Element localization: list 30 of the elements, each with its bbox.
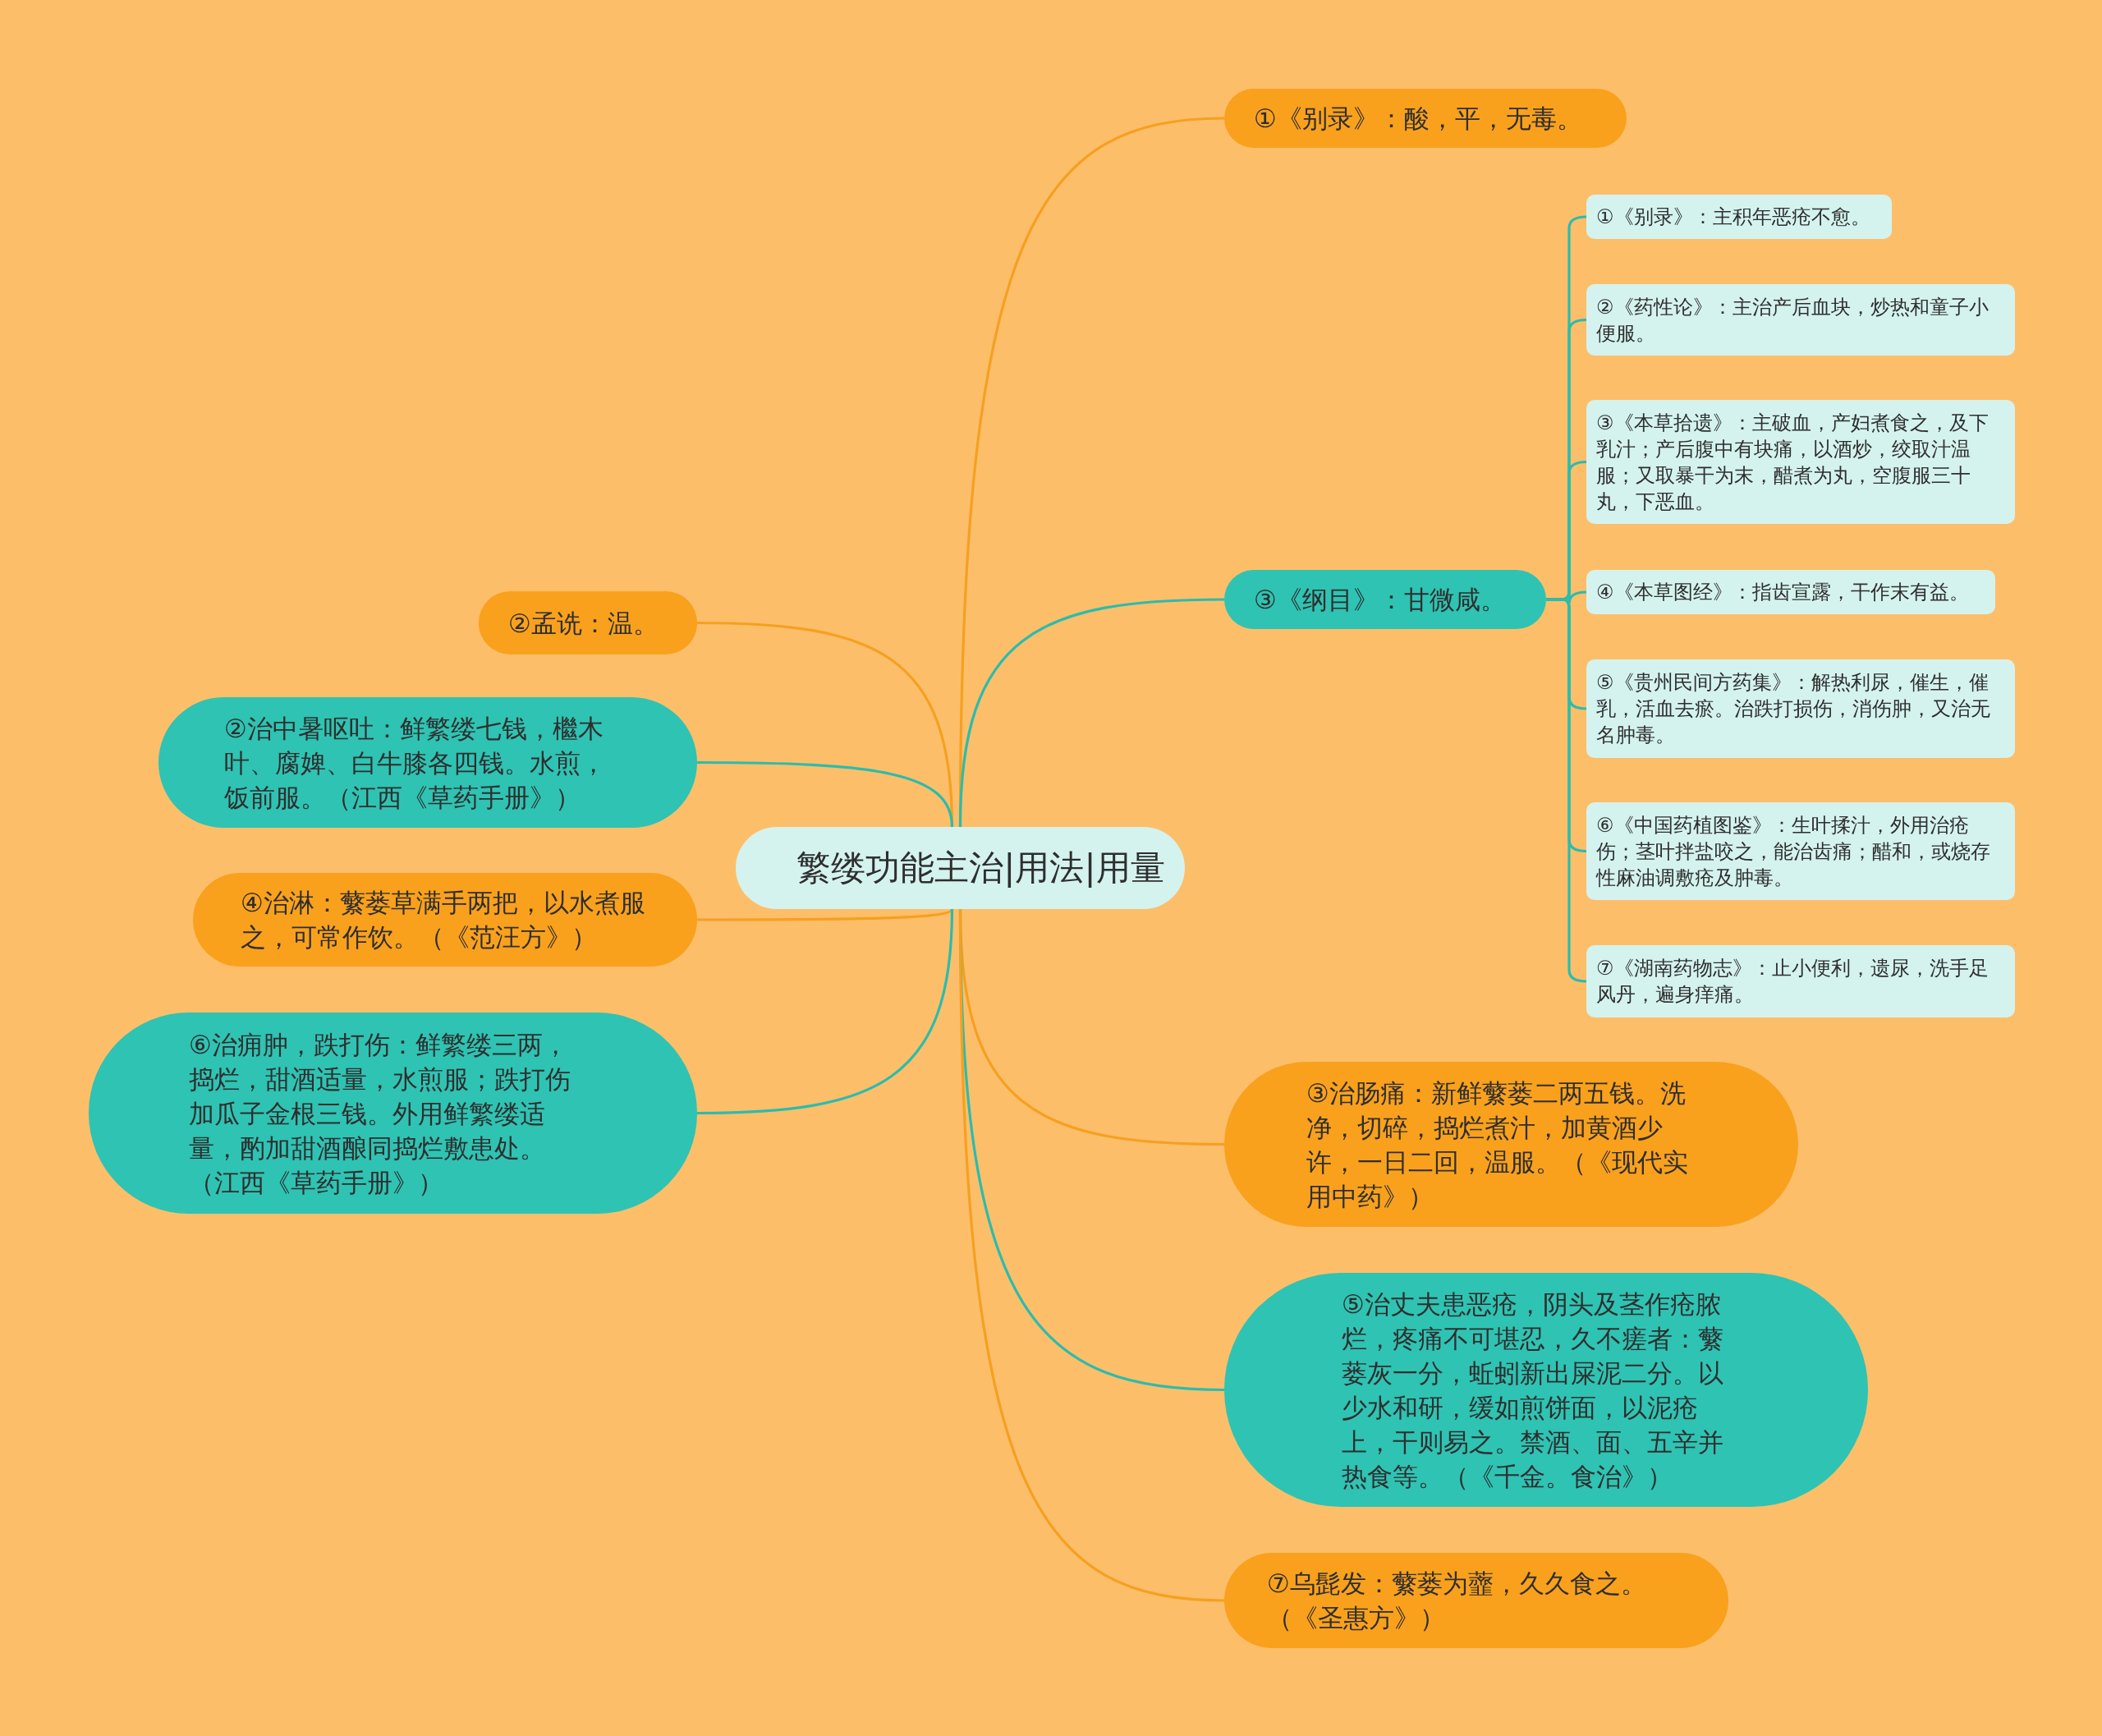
topic-text: ③《纲目》：甘微咸。 xyxy=(1254,584,1507,616)
note-box xyxy=(1586,570,1995,614)
connector-line xyxy=(1546,598,1587,983)
connector-line xyxy=(697,908,953,921)
note-box xyxy=(1586,945,2015,1017)
note-text: ④《本草图经》：指齿宣露，干作末有益。 xyxy=(1596,580,1970,605)
note-text: ⑦《湖南药物志》：止小便利，遗尿，洗手足风丹，遍身痒痛。 xyxy=(1596,956,1990,1008)
note-text: ①《别录》：主积年恶疮不愈。 xyxy=(1596,204,1871,230)
topic-text: ④治淋：蘩蒌草满手两把，以水煮服之，可常作饮。（《范汪方》） xyxy=(241,887,646,953)
note-box xyxy=(1586,802,2015,900)
connector-line xyxy=(697,760,954,828)
note-box xyxy=(1586,284,2015,356)
note-text: ③《本草拾遗》：主破血，产妇煮食之，及下乳汁；产后腹中有块痛，以酒炒，绞取汁温服；又取暴干为末，醋煮为丸，空腹服三十丸，下恶血。 xyxy=(1596,410,1990,515)
connector-line xyxy=(958,909,1225,1602)
note-box xyxy=(1586,400,2015,524)
note-box xyxy=(1586,659,2015,758)
connector-line xyxy=(958,598,1225,828)
note-text: ②《药性论》：主治产后血块，炒热和童子小便服。 xyxy=(1596,294,1990,347)
title-text: 繁缕功能主治|用法|用量 xyxy=(796,847,1165,889)
topic-text: ③治肠痛：新鲜蘩蒌二两五钱。洗净，切碎，捣烂煮汁，加黄酒少许，一日二回，温服。（《现代实用中药》） xyxy=(1306,1077,1689,1213)
note-text: ⑤《贵州民间方药集》：解热利尿，催生，催乳，活血去瘀。治跌打损伤，消伤肿，又治无名肿毒。 xyxy=(1596,670,1991,748)
connector-line xyxy=(696,908,954,1115)
topic-text: ①《别录》：酸，平，无毒。 xyxy=(1254,103,1583,135)
note-box xyxy=(1586,195,1892,239)
note-text: ⑥《中国药植图鉴》：生叶揉汁，外用治疮伤；茎叶拌盐咬之，能治齿痛；醋和，或烧存性麻油调敷疮及肿毒。 xyxy=(1596,812,1991,891)
topic-text: ⑥治痈肿，跌打伤：鲜繁缕三两，捣烂，甜酒适量，水煎服；跌打伤加瓜子金根三钱。外用鲜繁缕适量，酌加甜酒酿同捣烂敷患处。（江西《草药手册》） xyxy=(189,1028,571,1199)
topic-text: ⑤治丈夫患恶疮，阴头及茎作疮脓烂，疼痛不可堪忍，久不瘥者：蘩蒌灰一分，蚯蚓新出屎泥二分。以少水和研，缓如煎饼面，以泥疮上，干则易之。禁酒、面、五辛并热食等。（《千金。食治》） xyxy=(1342,1288,1724,1493)
topic-text: ⑦乌髭发：蘩蒌为虀，久久食之。（《圣惠方》） xyxy=(1267,1568,1647,1634)
topic-text: ②孟诜：温。 xyxy=(508,607,659,640)
topic-text: ②治中暑呕吐：鲜繁缕七钱，檵木叶、腐婢、白牛膝各四钱。水煎，饭前服。（江西《草药手册》） xyxy=(224,712,607,814)
